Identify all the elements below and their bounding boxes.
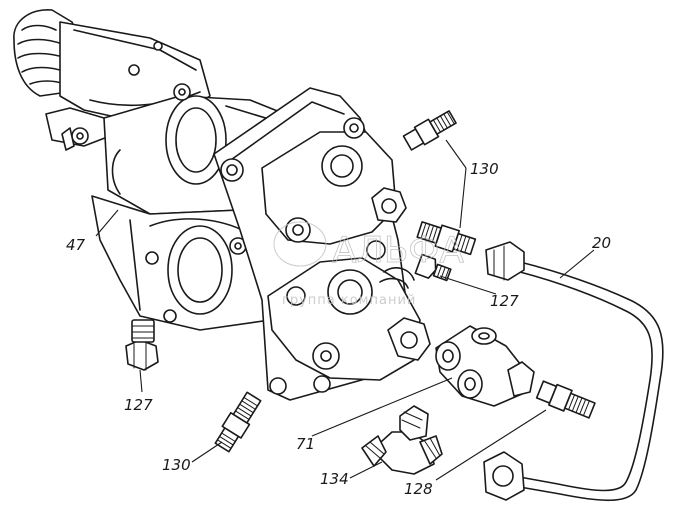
tee-fitting-134: [361, 405, 443, 475]
callout-labels: 47 130 20 127 127 71 130 134 128: [66, 160, 611, 498]
leader-lines: [95, 139, 595, 481]
callout-130-top: 130: [470, 160, 499, 178]
callout-71: 71: [296, 435, 315, 453]
watermark: АЛЬФА группа компаний: [273, 221, 465, 308]
watermark-logo-text: АЛЬФА: [332, 230, 464, 271]
connector-fitting-middle: [416, 221, 477, 256]
callout-127-right: 127: [490, 292, 519, 310]
plug-bolt-127-left: [125, 319, 159, 371]
brake-tube-20: [483, 241, 664, 502]
callout-47: 47: [66, 236, 86, 254]
plug-bolt-127-right: [414, 253, 452, 282]
callout-128: 128: [404, 480, 433, 498]
callout-20: 20: [592, 234, 611, 252]
fitting-130-bottom: [214, 391, 262, 453]
tee-fitting-71: [435, 325, 535, 407]
main-valve-housing: [13, 9, 431, 401]
fitting-tee-right: [535, 380, 596, 419]
callout-134: 134: [320, 470, 349, 488]
watermark-subtext: группа компаний: [282, 293, 416, 308]
fitting-130-top: [402, 110, 457, 151]
callout-130-bottom: 130: [162, 456, 191, 474]
callout-127-left: 127: [124, 396, 153, 414]
